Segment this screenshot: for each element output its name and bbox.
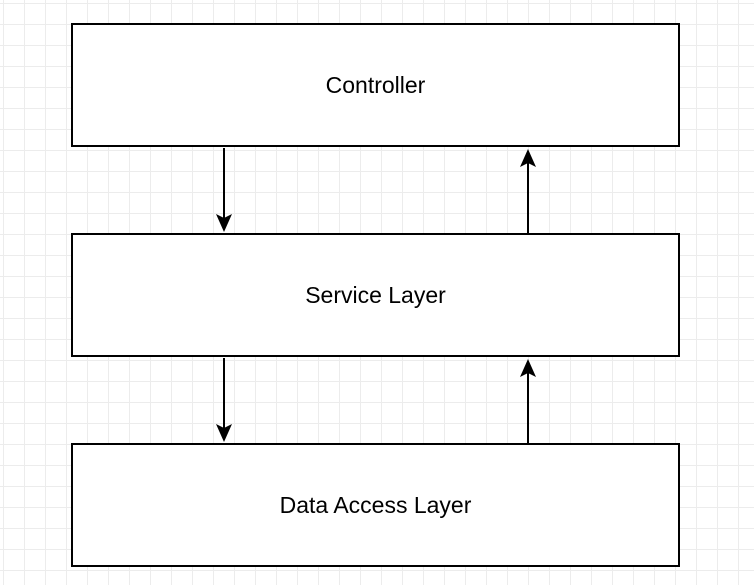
data-access-layer-label: Data Access Layer [279,491,472,518]
data-access-layer-box[interactable]: Data Access Layer [71,443,680,567]
controller-box[interactable]: Controller [71,23,680,147]
arrow-service-to-controller[interactable] [520,149,536,233]
controller-label: Controller [325,71,426,98]
service-layer-label: Service Layer [305,281,446,308]
arrow-data-access-to-service[interactable] [520,359,536,443]
arrow-controller-to-service[interactable] [216,148,232,232]
service-layer-box[interactable]: Service Layer [71,233,680,357]
arrow-service-to-data-access[interactable] [216,358,232,442]
